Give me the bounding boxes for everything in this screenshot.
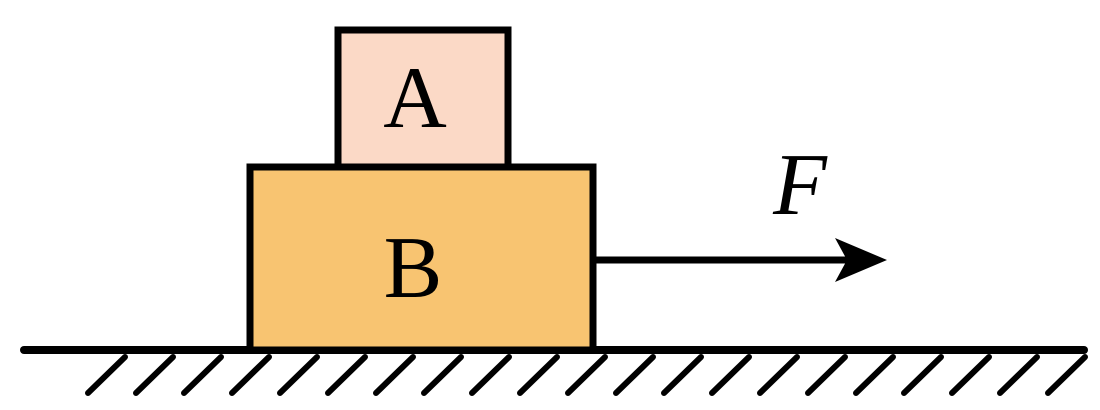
force-label: F [772,137,828,234]
block-b-label: B [384,220,443,317]
block-a: A [334,26,512,171]
force-arrow: F [595,137,887,282]
hatch-mark [709,354,752,396]
block-b-body [246,163,597,354]
hatch-mark [949,354,992,396]
ground-hatching [85,354,1088,396]
hatch-mark [325,354,368,396]
force-arrow-head [835,238,887,282]
hatch-mark [421,354,464,396]
hatch-mark [853,354,896,396]
hatch-mark [757,354,800,396]
hatch-mark [997,354,1040,396]
hatch-mark [373,354,416,396]
hatch-mark [133,354,176,396]
hatch-mark [181,354,224,396]
hatch-mark [85,354,128,396]
hatch-mark [517,354,560,396]
hatch-mark [661,354,704,396]
hatch-mark [229,354,272,396]
hatch-mark [565,354,608,396]
hatch-mark [469,354,512,396]
hatch-mark [901,354,944,396]
block-a-body [334,26,512,171]
hatch-mark [805,354,848,396]
hatch-mark [277,354,320,396]
block-a-label: A [383,50,447,147]
hatch-mark [1045,354,1088,396]
hatch-mark [613,354,656,396]
block-b: B [246,163,597,354]
